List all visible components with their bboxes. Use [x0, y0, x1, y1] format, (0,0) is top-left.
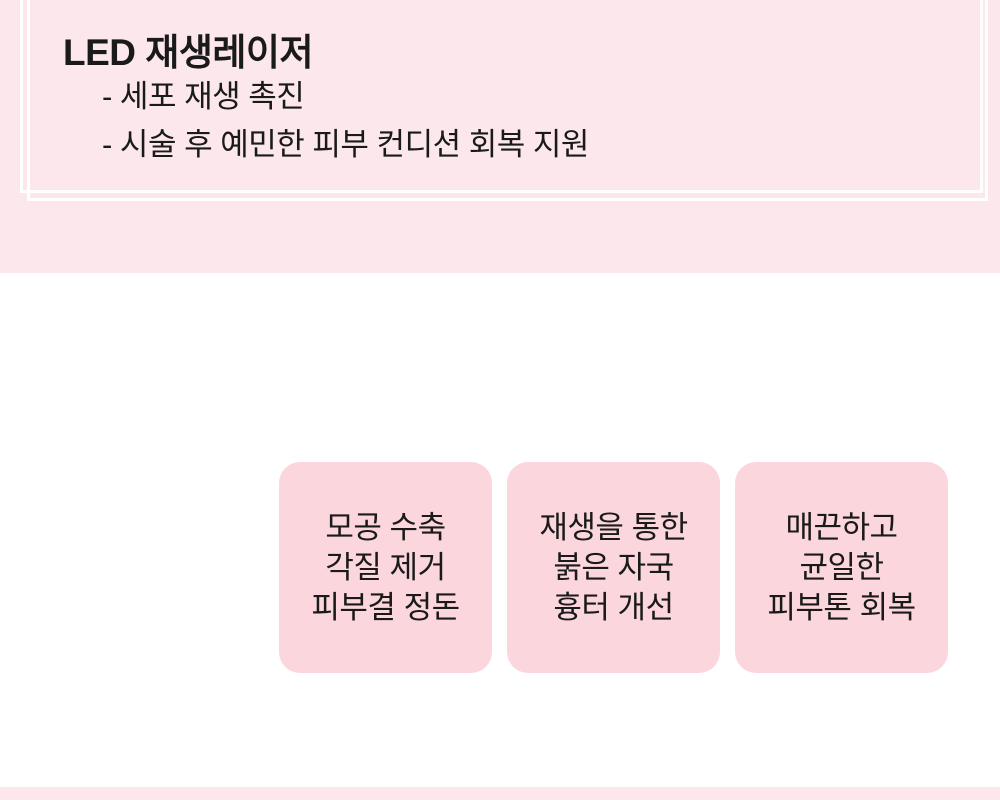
- benefit-cards-row: 모공 수축 각질 제거 피부결 정돈 재생을 통한 붉은 자국 흉터 개선 매끈…: [279, 462, 948, 673]
- benefit-card-line: 붉은 자국: [553, 549, 674, 585]
- benefit-card-line: 매끈하고: [785, 509, 898, 545]
- benefit-card-line: 피부톤 회복: [767, 589, 916, 625]
- next-section-edge: [0, 787, 1000, 800]
- section-title: LED 재생레이저: [63, 32, 313, 73]
- benefit-card-line: 피부결 정돈: [311, 589, 460, 625]
- section-bullet-list: - 세포 재생 촉진 - 시술 후 예민한 피부 컨디션 회복 지원: [102, 73, 589, 169]
- hero-section: LED 재생레이저 - 세포 재생 촉진 - 시술 후 예민한 피부 컨디션 회…: [0, 0, 1000, 273]
- bullet-item: - 시술 후 예민한 피부 컨디션 회복 지원: [102, 127, 589, 162]
- main-section: 모공 수축 각질 제거 피부결 정돈 재생을 통한 붉은 자국 흉터 개선 매끈…: [0, 273, 1000, 787]
- benefit-card-line: 균일한: [799, 549, 884, 585]
- benefit-card-pores: 모공 수축 각질 제거 피부결 정돈: [279, 462, 492, 673]
- benefit-card-skin-tone: 매끈하고 균일한 피부톤 회복: [735, 462, 948, 673]
- benefit-card-scars: 재생을 통한 붉은 자국 흉터 개선: [507, 462, 720, 673]
- bullet-item: - 세포 재생 촉진: [102, 79, 305, 114]
- benefit-card-line: 재생을 통한: [539, 509, 688, 545]
- benefit-card-line: 모공 수축: [325, 509, 446, 545]
- benefit-card-line: 각질 제거: [325, 549, 446, 585]
- benefit-card-line: 흉터 개선: [553, 589, 674, 625]
